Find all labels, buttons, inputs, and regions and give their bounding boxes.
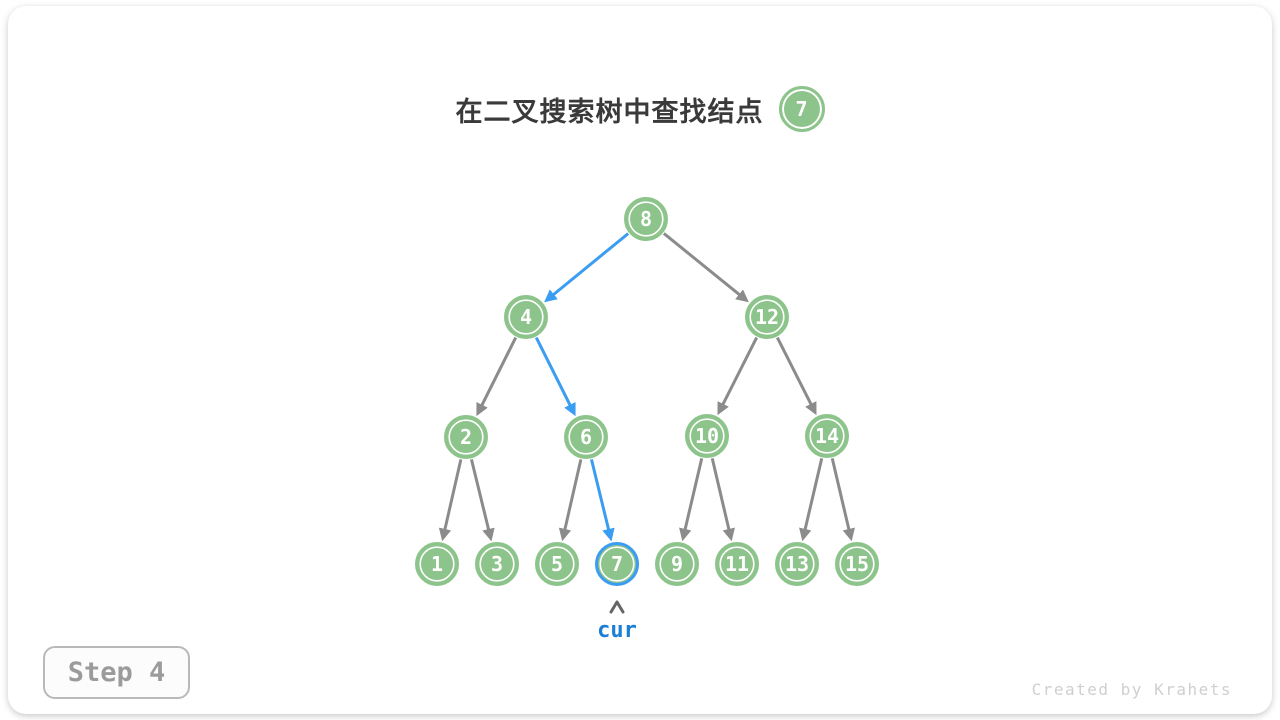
tree-edge-10-11 — [710, 458, 735, 542]
tree-edge-4-6 — [534, 336, 576, 417]
target-value-badge: 7 — [778, 86, 825, 132]
node-value: 13 — [785, 552, 809, 576]
tree-node-9: 9 — [655, 542, 699, 586]
node-value: 3 — [491, 552, 503, 576]
tree-edge-8-4 — [544, 232, 630, 303]
node-inner-ring — [479, 546, 515, 582]
node-value: 12 — [755, 305, 779, 329]
tree-node-7: 7 — [595, 542, 639, 586]
node-value: 11 — [725, 552, 749, 576]
tree-node-4: 4 — [504, 295, 548, 339]
node-inner-ring — [628, 201, 664, 237]
tree-node-8: 8 — [624, 197, 668, 241]
cur-pointer-caret — [609, 600, 625, 614]
tree-node-12: 12 — [745, 295, 789, 339]
title-row: 在二叉搜索树中查找结点 7 — [8, 86, 1272, 132]
tree-edge-4-2 — [476, 336, 518, 417]
step-badge: Step 4 — [43, 646, 190, 699]
tree-edge-14-13 — [799, 458, 824, 542]
node-inner-ring — [659, 546, 695, 582]
cur-pointer-label: cur — [597, 618, 637, 643]
page-title: 在二叉搜索树中查找结点 — [455, 96, 764, 127]
tree-edge-10-9 — [679, 458, 704, 542]
node-inner-ring — [599, 546, 635, 582]
node-inner-ring — [719, 546, 755, 582]
tree-node-13: 13 — [775, 542, 819, 586]
node-inner-ring — [508, 299, 544, 335]
tree-edges — [438, 232, 855, 542]
tree-edge-6-5 — [558, 459, 583, 542]
node-value: 5 — [551, 552, 563, 576]
caret-up-icon — [609, 600, 625, 614]
node-value: 1 — [431, 552, 443, 576]
node-value: 6 — [580, 425, 592, 449]
node-inner-ring — [809, 418, 845, 454]
node-inner-ring — [448, 419, 484, 455]
node-inner-ring — [419, 546, 455, 582]
tree-node-3: 3 — [475, 542, 519, 586]
tree-node-6: 6 — [564, 415, 608, 459]
tree-edge-12-14 — [776, 336, 817, 416]
node-inner-ring — [568, 419, 604, 455]
node-value: 9 — [671, 552, 683, 576]
tree-node-1: 1 — [415, 542, 459, 586]
node-value: 2 — [460, 425, 472, 449]
tree-edge-2-3 — [469, 458, 495, 542]
node-inner-ring — [839, 546, 875, 582]
tree-node-10: 10 — [685, 414, 729, 458]
step-badge-label: Step 4 — [67, 657, 166, 688]
tree-node-2: 2 — [444, 415, 488, 459]
tree-node-15: 15 — [835, 542, 879, 586]
node-inner-ring — [689, 418, 725, 454]
tree-edge-14-15 — [830, 458, 855, 542]
tree-node-14: 14 — [805, 414, 849, 458]
node-inner-ring — [539, 546, 575, 582]
tree-node-5: 5 — [535, 542, 579, 586]
node-value: 8 — [640, 207, 652, 231]
tree-edge-2-1 — [438, 459, 463, 542]
node-inner-ring — [749, 299, 785, 335]
tree-edge-12-10 — [717, 336, 758, 416]
tree-edge-6-7 — [589, 458, 615, 542]
node-value: 10 — [695, 424, 719, 448]
node-value: 7 — [611, 552, 623, 576]
tree-edge-8-12 — [662, 232, 749, 303]
node-value: 14 — [815, 424, 839, 448]
tree-node-11: 11 — [715, 542, 759, 586]
node-value: 15 — [845, 552, 869, 576]
target-value: 7 — [795, 97, 808, 121]
node-inner-ring — [779, 546, 815, 582]
node-value: 4 — [520, 305, 532, 329]
watermark-credit: Created by Krahets — [1031, 680, 1232, 699]
